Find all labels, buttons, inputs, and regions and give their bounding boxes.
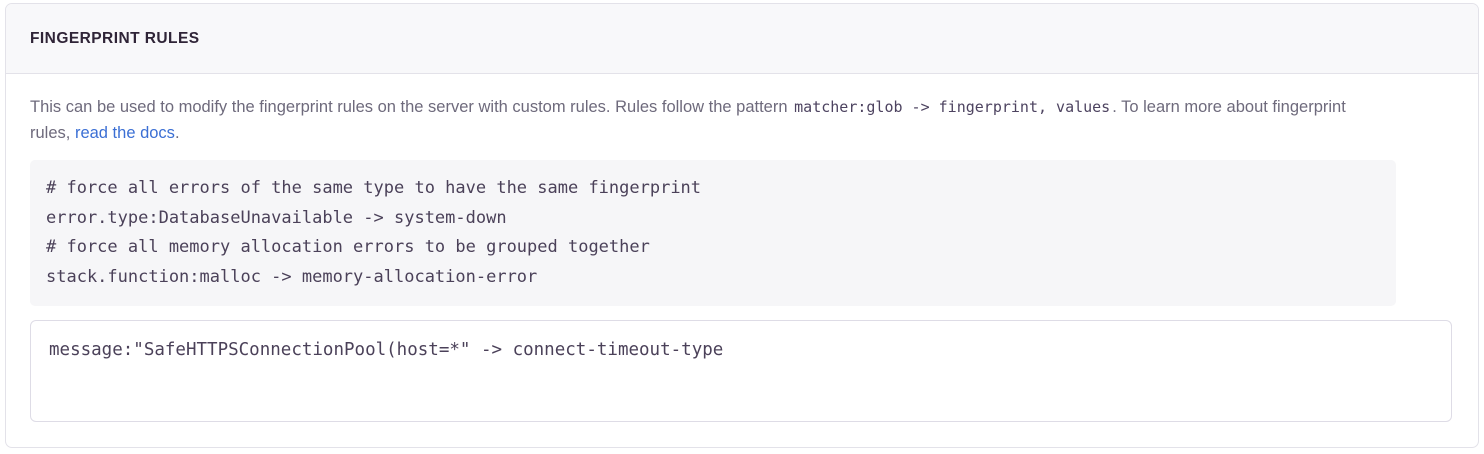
fingerprint-rules-panel: FINGERPRINT RULES This can be used to mo… — [5, 3, 1479, 448]
page-title: FINGERPRINT RULES — [30, 29, 200, 47]
code-line: # force all errors of the same type to h… — [46, 178, 702, 198]
fingerprint-rules-input[interactable] — [30, 320, 1452, 422]
description-text-part2: . To learn more about fingerprint rules, — [30, 98, 1346, 142]
panel-body: This can be used to modify the fingerpri… — [6, 74, 1478, 422]
panel-description: This can be used to modify the fingerpri… — [30, 94, 1375, 146]
description-text-part3: . — [174, 124, 180, 142]
description-text-part1: This can be used to modify the fingerpri… — [30, 98, 788, 116]
code-line: # force all memory allocation errors to … — [46, 237, 650, 257]
code-line: stack.function:malloc -> memory-allocati… — [46, 266, 538, 287]
code-line: error.type:DatabaseUnavailable -> system… — [46, 207, 507, 228]
example-code-block: # force all errors of the same type to h… — [30, 160, 1396, 306]
read-the-docs-link[interactable]: read the docs — [74, 124, 175, 142]
panel-header: FINGERPRINT RULES — [6, 4, 1478, 74]
inline-code-pattern: matcher:glob -> fingerprint, values — [794, 98, 1111, 116]
